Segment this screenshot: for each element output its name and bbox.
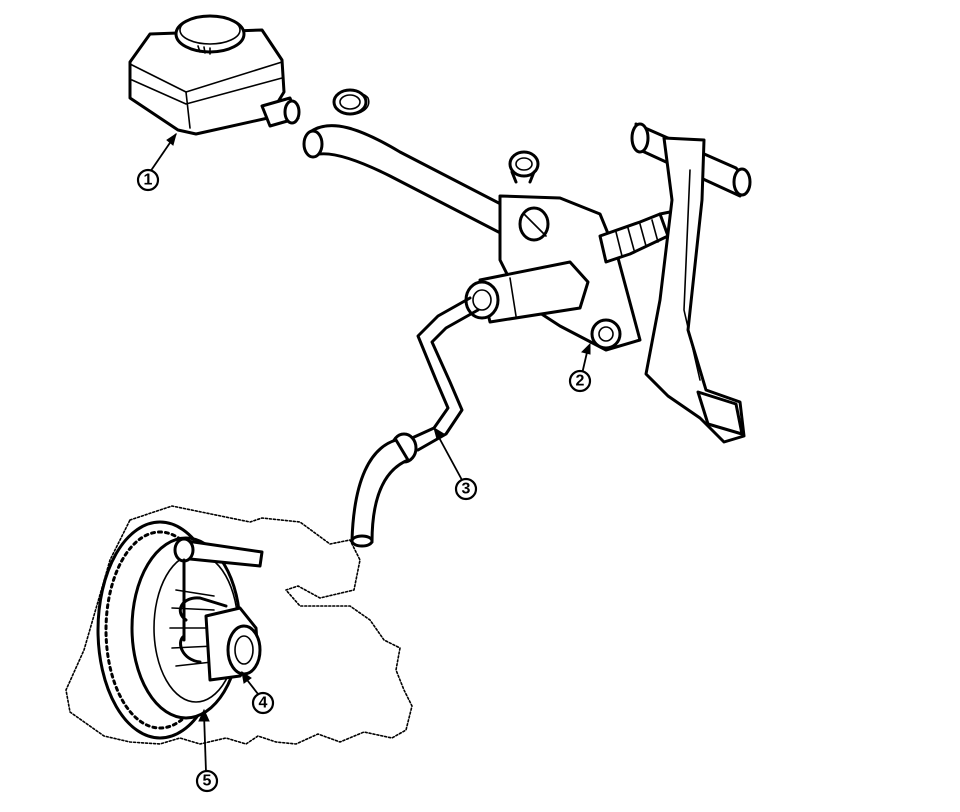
callout-3: 3	[433, 426, 478, 501]
reservoir-hose	[302, 88, 540, 240]
master-cylinder	[464, 194, 702, 352]
callout-label-1: 1	[144, 172, 153, 189]
clutch-pedal	[630, 122, 752, 444]
reservoir	[128, 14, 301, 136]
callout-label-5: 5	[203, 773, 212, 790]
hydraulic-line	[350, 296, 480, 548]
slave-cylinder	[178, 596, 262, 682]
callout-5: 5	[195, 708, 219, 793]
callout-4: 4	[241, 670, 275, 715]
transmission-housing	[65, 505, 413, 745]
callout-label-4: 4	[259, 695, 268, 712]
callout-2: 2	[568, 342, 592, 393]
callout-label-3: 3	[462, 481, 471, 498]
callout-1: 1	[136, 132, 177, 192]
callout-label-2: 2	[576, 373, 585, 390]
